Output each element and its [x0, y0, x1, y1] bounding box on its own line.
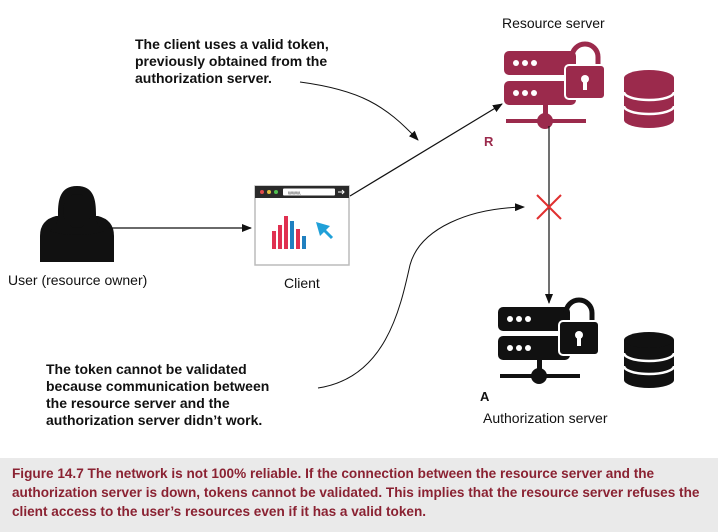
annotation-arrow-token: [299, 81, 419, 141]
authorization-server-letter: A: [480, 389, 490, 404]
token-used-line-1: The client uses a valid token,: [135, 36, 329, 52]
padlock-icon: [558, 297, 600, 356]
client-label: Client: [284, 275, 320, 291]
figure-caption-box: Figure 14.7 The network is not 100% reli…: [0, 458, 718, 532]
user-label: User (resource owner): [8, 272, 147, 288]
figure-caption: Figure 14.7 The network is not 100% reli…: [12, 466, 700, 519]
cannot-validate-line-3: the resource server and the: [46, 395, 230, 411]
authorization-server-label: Authorization server: [483, 410, 608, 426]
user-icon: [40, 186, 114, 262]
cursor-arrow-icon: [316, 222, 334, 240]
database-icon: [622, 332, 676, 388]
resource-server-icon: [504, 51, 586, 129]
cross-icon: [536, 194, 562, 220]
authorization-server-icon: [498, 307, 580, 384]
resource-server-letter: R: [484, 134, 494, 149]
annotation-arrow-failure: [317, 203, 525, 389]
diagram: Resource server R The client uses a vali…: [8, 15, 676, 428]
cannot-validate-line-1: The token cannot be validated: [46, 361, 247, 377]
client-to-resource-arrow: [349, 103, 503, 197]
token-used-line-3: authorization server.: [135, 70, 272, 86]
database-icon: [622, 70, 676, 128]
browser-url: www.: [287, 191, 302, 197]
cannot-validate-line-4: authorization server didn’t work.: [46, 412, 262, 428]
padlock-icon: [564, 41, 606, 100]
cannot-validate-line-2: because communication between: [46, 378, 269, 394]
bar-chart-icon: [272, 216, 306, 249]
browser-window-icon: www.: [254, 185, 350, 266]
resource-server-label: Resource server: [502, 15, 605, 31]
token-used-line-2: previously obtained from the: [135, 53, 327, 69]
